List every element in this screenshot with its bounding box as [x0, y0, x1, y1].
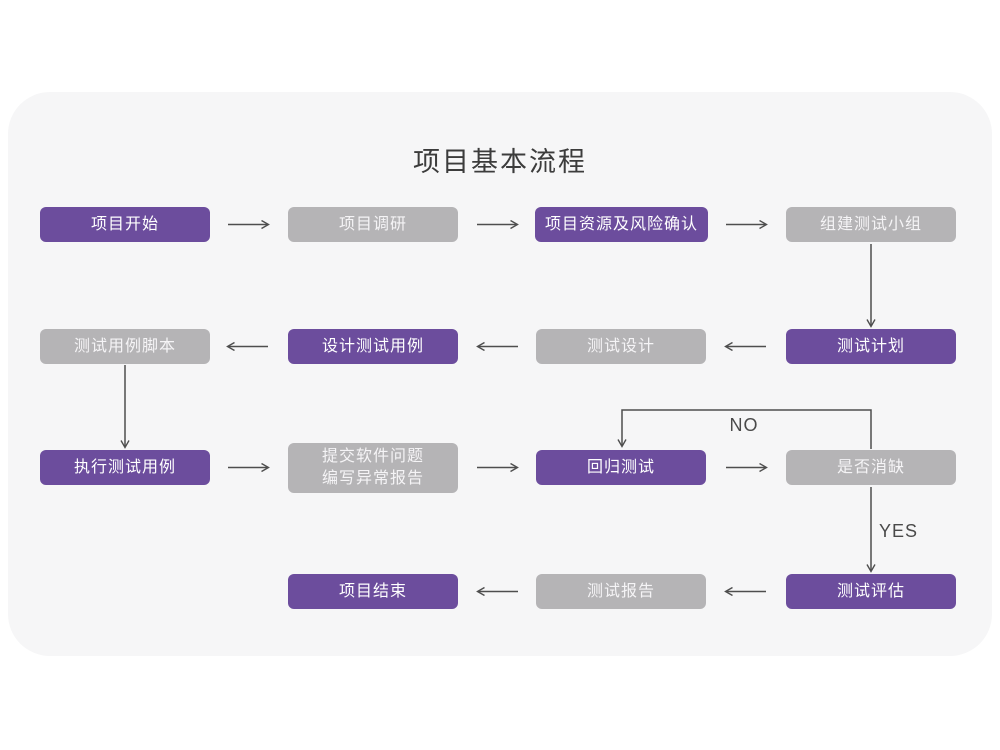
flow-node-project-end: 项目结束 [288, 574, 458, 609]
page-title: 项目基本流程 [413, 147, 587, 177]
flow-node-execute-cases: 执行测试用例 [40, 450, 210, 485]
flow-node-label: 测试设计 [586, 337, 655, 355]
flow-node-label: 提交软件问题 [321, 448, 424, 465]
flow-node-label: 测试用例脚本 [73, 337, 176, 355]
flow-node-label: 组建测试小组 [819, 215, 922, 233]
flow-node-resource-risk: 项目资源及风险确认 [535, 207, 708, 242]
flow-node-test-plan: 测试计划 [786, 329, 956, 364]
label-yes: YES [879, 521, 919, 541]
flow-node-test-design: 测试设计 [536, 329, 706, 364]
flow-node-case-script: 测试用例脚本 [40, 329, 210, 364]
flow-node-label: 测试评估 [836, 582, 905, 600]
flow-node-project-research: 项目调研 [288, 207, 458, 242]
label-no: NO [729, 415, 759, 435]
flow-node-label: 测试计划 [836, 337, 905, 355]
flow-node-label: 项目结束 [338, 582, 407, 600]
flow-node-label: 设计测试用例 [321, 337, 424, 355]
flow-node-label: 执行测试用例 [73, 458, 176, 476]
flow-node-test-evaluate: 测试评估 [786, 574, 956, 609]
flow-node-label: 回归测试 [586, 458, 655, 476]
flow-node-label: 项目开始 [90, 215, 159, 233]
flowchart-card [8, 92, 992, 656]
flow-node-label: 项目调研 [338, 215, 407, 233]
edge-group [125, 225, 871, 592]
flow-node-regression-test: 回归测试 [536, 450, 706, 485]
flow-node-label: 测试报告 [586, 582, 655, 600]
flow-node-label: 编写异常报告 [321, 470, 424, 487]
flow-node-submit-issues: 提交软件问题编写异常报告 [288, 443, 458, 493]
flow-node-build-test-team: 组建测试小组 [786, 207, 956, 242]
flow-node-label: 项目资源及风险确认 [544, 215, 698, 233]
flow-node-defect-cleared: 是否消缺 [786, 450, 956, 485]
flow-node-design-cases: 设计测试用例 [288, 329, 458, 364]
edge-defect-no-loop [622, 409, 872, 449]
flow-node-label: 是否消缺 [836, 458, 905, 476]
flow-node-test-report: 测试报告 [536, 574, 706, 609]
flow-node-project-start: 项目开始 [40, 207, 210, 242]
